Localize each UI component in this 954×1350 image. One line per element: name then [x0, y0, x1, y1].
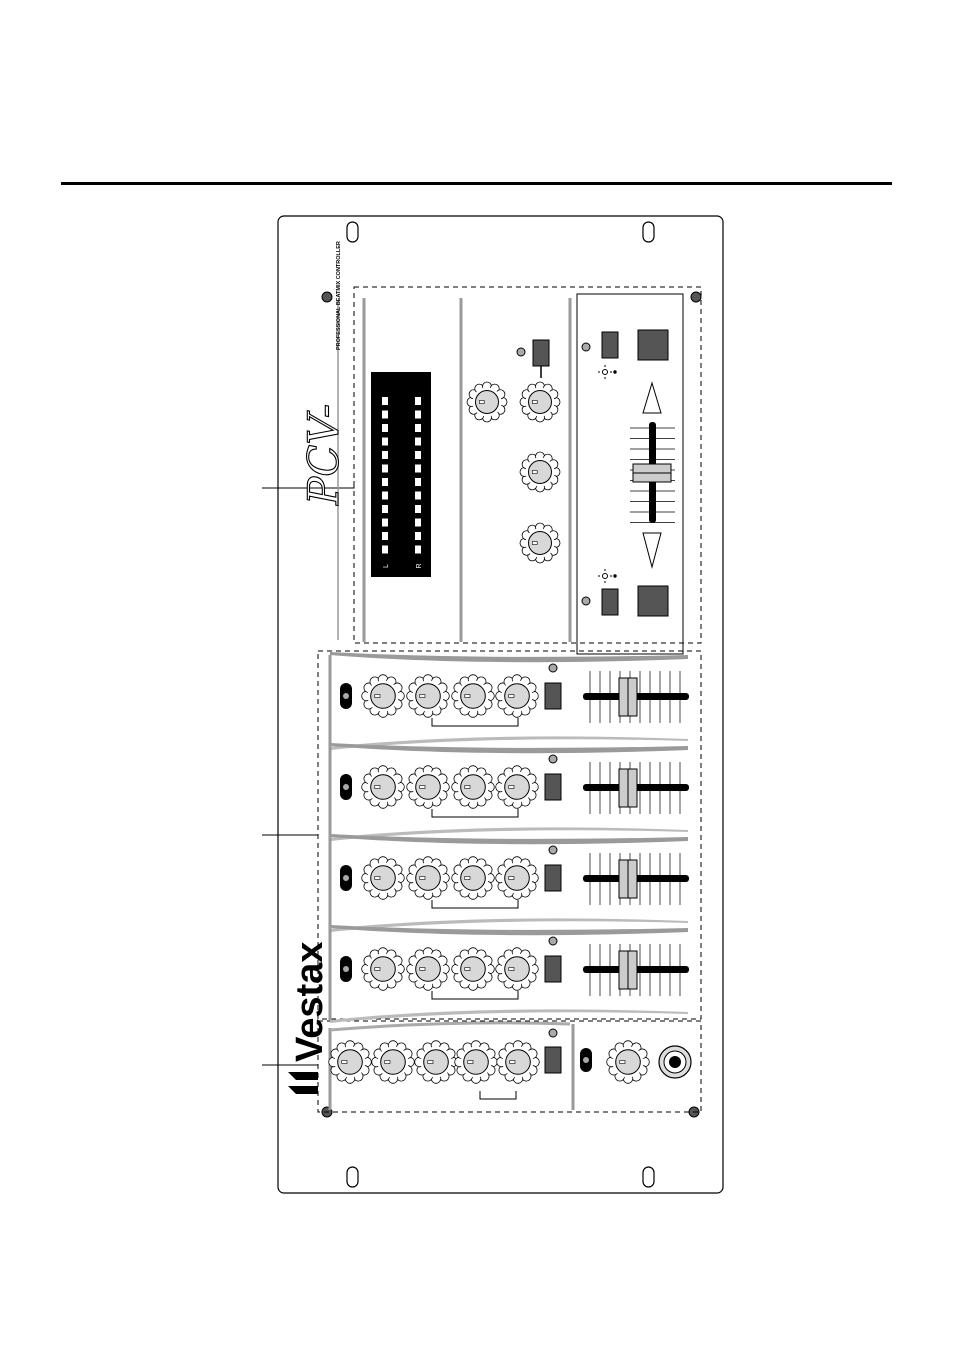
cf-large-button-top[interactable] — [638, 330, 668, 360]
cf-large-button-bottom[interactable] — [638, 586, 668, 616]
mode-push-button[interactable] — [533, 340, 549, 366]
mounting-hole-icon — [643, 222, 654, 242]
meter-segment-r — [415, 505, 421, 513]
meter-segment-r — [415, 397, 421, 405]
channel-fader-knob[interactable] — [619, 769, 637, 807]
led-indicator — [549, 664, 557, 672]
screw-icon — [322, 292, 332, 302]
meter-segment-r — [415, 451, 421, 459]
mounting-hole-icon — [643, 1167, 654, 1187]
led-indicator — [549, 1029, 557, 1037]
channel-fader-knob[interactable] — [619, 951, 637, 989]
meter-segment-r — [415, 519, 421, 527]
cf-small-button-bottom[interactable] — [602, 589, 618, 615]
switch-dot — [343, 693, 349, 699]
channel-fader-knob[interactable] — [619, 860, 637, 898]
meter-segment-l — [382, 397, 388, 405]
meter-display — [371, 372, 431, 577]
meter-segment-r — [415, 438, 421, 446]
crossfader-knob[interactable] — [633, 464, 671, 482]
switch-dot — [343, 966, 349, 972]
meter-segment-l — [382, 478, 388, 486]
meter-segment-r — [415, 478, 421, 486]
led-indicator — [549, 937, 557, 945]
meter-segment-r — [415, 424, 421, 432]
led-indicator — [549, 755, 557, 763]
headphone-jack-icon[interactable] — [659, 1046, 691, 1078]
meter-segment-l — [382, 451, 388, 459]
model-logo: PCV- — [299, 404, 348, 506]
led-indicator — [582, 597, 590, 605]
meter-segment-r — [415, 465, 421, 473]
meter-label-r: R — [416, 563, 423, 568]
meter-segment-l — [382, 424, 388, 432]
meter-segment-l — [382, 532, 388, 540]
meter-segment-r — [415, 532, 421, 540]
switch-dot — [343, 875, 349, 881]
bottom-push-button[interactable] — [545, 1047, 561, 1073]
model-tagline: PROFESSIONAL BEATMIX CONTROLLER — [336, 241, 342, 350]
cue-push-button[interactable] — [545, 774, 561, 800]
meter-segment-r — [415, 546, 421, 554]
led-indicator — [582, 343, 590, 351]
screw-icon — [691, 292, 701, 302]
channel-fader-knob[interactable] — [619, 678, 637, 716]
cf-small-button-top[interactable] — [602, 332, 618, 358]
meter-segment-l — [382, 492, 388, 500]
meter-segment-r — [415, 411, 421, 419]
mounting-hole-icon — [347, 1167, 358, 1187]
cue-push-button[interactable] — [545, 683, 561, 709]
meter-segment-r — [415, 492, 421, 500]
cue-push-button[interactable] — [545, 956, 561, 982]
mounting-hole-icon — [347, 222, 358, 242]
led-indicator — [517, 348, 525, 356]
led-indicator — [549, 846, 557, 854]
meter-segment-l — [382, 465, 388, 473]
meter-segment-l — [382, 519, 388, 527]
meter-label-l: L — [383, 564, 390, 568]
brand-logo: Vestax — [289, 942, 331, 1062]
meter-segment-l — [382, 438, 388, 446]
switch-dot — [343, 784, 349, 790]
cue-push-button[interactable] — [545, 865, 561, 891]
meter-segment-l — [382, 411, 388, 419]
meter-segment-l — [382, 505, 388, 513]
meter-segment-l — [382, 546, 388, 554]
